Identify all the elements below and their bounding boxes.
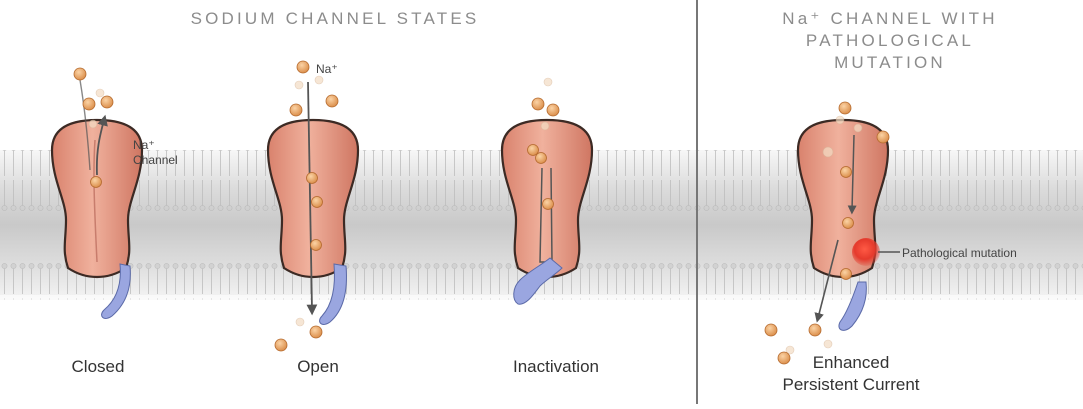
closed-label: Closed [0,356,198,378]
na-channel-label: Na⁺ Channel [133,138,178,168]
enhanced-persistent-current-label: Enhanced Persistent Current [746,352,956,396]
mutation-heading-line-2: PATHOLOGICAL [700,30,1080,52]
na-channel-label-line-1: Na⁺ [133,138,178,153]
mutation-heading-line-3: MUTATION [700,52,1080,74]
na-channel-label-line-2: Channel [133,153,178,168]
enhanced-label-line-1: Enhanced [746,352,956,374]
open-label: Open [218,356,418,378]
pathological-mutation-marker [852,238,880,266]
mutation-heading-line-1: Na⁺ CHANNEL WITH [700,8,1080,30]
inactivation-label: Inactivation [456,356,656,378]
mutation-heading: Na⁺ CHANNEL WITH PATHOLOGICAL MUTATION [700,8,1080,74]
pathological-mutation-label: Pathological mutation [902,246,1017,261]
sodium-channel-states-heading: SODIUM CHANNEL STATES [40,8,630,30]
enhanced-label-line-2: Persistent Current [746,374,956,396]
na-ion-label: Na⁺ [316,62,338,77]
